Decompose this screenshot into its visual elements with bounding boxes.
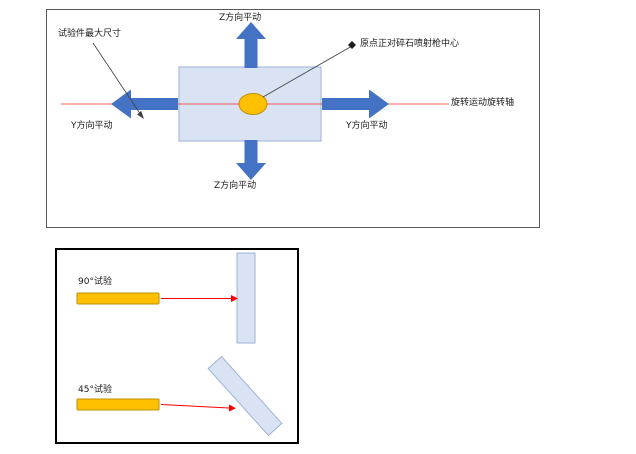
- z-up-label: Z方向平动: [219, 13, 262, 23]
- max-size-label: 试验件最大尺寸: [58, 29, 122, 39]
- origin-ellipse: [238, 93, 268, 115]
- motion-axes-drawing: [61, 22, 449, 180]
- arrow-down-icon: [236, 140, 266, 180]
- impact-tests-drawing: [76, 252, 283, 437]
- max-size-leader-arrowhead-icon: [137, 111, 144, 119]
- test-45-label: 45°试验: [78, 385, 112, 395]
- y-right-label: Y方向平动: [346, 121, 388, 131]
- max-size-leader-line: [92, 42, 142, 116]
- y-left-label: Y方向平动: [71, 121, 113, 131]
- spray-gun-90: [76, 292, 160, 305]
- arrow-up-icon: [236, 22, 266, 68]
- target-plate-90: [236, 252, 256, 344]
- jet-arrow-45: [160, 404, 230, 409]
- jet-arrowhead-45-icon: [229, 404, 236, 412]
- origin-label: 原点正对碎石喷射枪中心: [360, 39, 460, 49]
- motion-axes-panel: Z方向平动 试验件最大尺寸 原点正对碎石喷射枪中心 Y方向平动 Y方向平动 Z方…: [46, 9, 540, 228]
- impact-tests-panel: 90°试验 45°试验: [55, 248, 299, 444]
- origin-leader-line: [262, 45, 353, 98]
- spray-gun-45: [76, 398, 160, 411]
- jet-arrowhead-90-icon: [231, 295, 238, 302]
- origin-bullet-diamond-icon: [348, 41, 356, 49]
- rotation-axis-label: 旋转运动旋转轴: [451, 98, 515, 108]
- arrow-right-icon: [322, 89, 389, 119]
- test-90-label: 90°试验: [78, 277, 112, 287]
- target-plate-45: [207, 355, 283, 437]
- z-down-label: Z方向平动: [214, 181, 257, 191]
- arrow-left-icon: [111, 89, 178, 119]
